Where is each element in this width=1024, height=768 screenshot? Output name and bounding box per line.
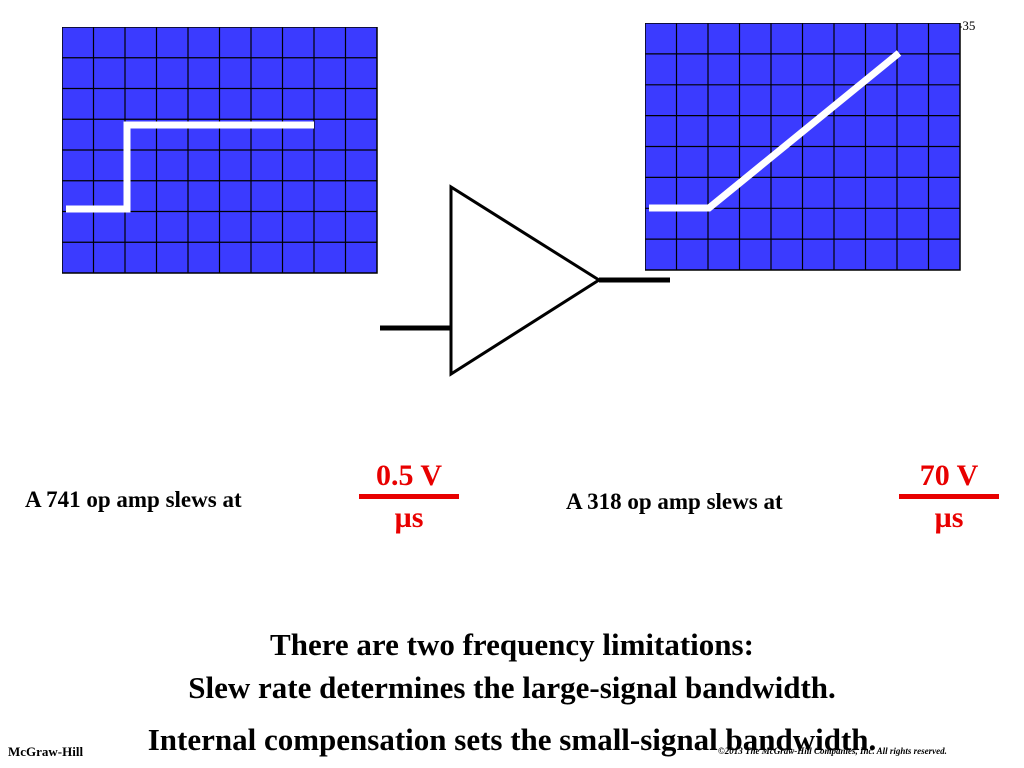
input-scope-svg: [62, 27, 378, 274]
output-scope-grid: [645, 23, 960, 270]
output-scope-svg: [645, 23, 961, 271]
slew-rate-741-numerator: 0.5 V: [375, 459, 443, 492]
summary-line-1: There are two frequency limitations:: [270, 627, 754, 662]
slew-rate-318-numerator: 70 V: [919, 459, 979, 492]
input-scope-grid: [62, 27, 377, 273]
copyright-footer: ©2013 The McGraw-Hill Companies, Inc. Al…: [718, 746, 947, 756]
fraction-bar: [899, 494, 999, 499]
slide-number: -35: [958, 18, 976, 33]
summary-line-3: Internal compensation sets the small-sig…: [147, 722, 877, 757]
publisher-footer: McGraw-Hill: [8, 744, 84, 759]
fraction-bar: [359, 494, 459, 499]
slew-rate-318-text: A 318 op amp slews at: [566, 489, 783, 514]
summary-line-2: Slew rate determines the large-signal ba…: [188, 670, 836, 705]
slew-rate-318-denominator: µs: [934, 501, 964, 534]
op-amp-diagram: [380, 184, 670, 377]
slew-rate-318-fraction: 70 V µs: [897, 460, 1001, 534]
output-scope-display: [645, 23, 961, 271]
op-amp-triangle: [449, 184, 602, 377]
slew-rate-741-text: A 741 op amp slews at: [25, 487, 242, 512]
step-waveform-trace: [66, 121, 314, 213]
slew-rate-741-fraction: 0.5 V µs: [357, 460, 461, 534]
input-scope-display: [62, 27, 378, 274]
ramp-waveform-trace: [649, 50, 902, 212]
slew-rate-741-denominator: µs: [394, 501, 424, 534]
